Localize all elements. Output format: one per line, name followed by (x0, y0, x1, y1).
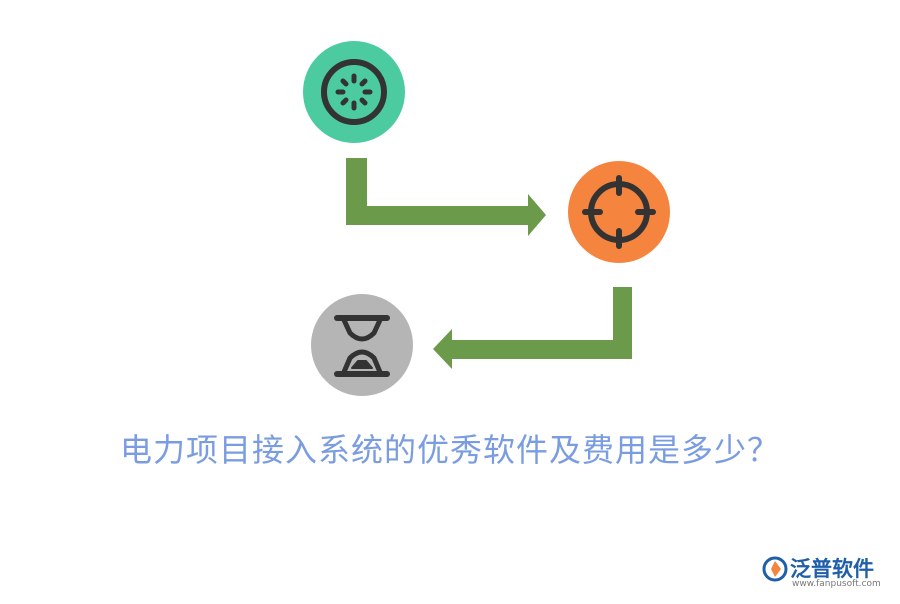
flow-arrow-start-to-target (346, 158, 546, 236)
node-target (568, 161, 670, 263)
flow-arrow-target-to-wait (433, 287, 632, 369)
brand-logo-name: 泛普软件 (790, 557, 874, 581)
brand-logo-url: www.fanpusoft.com (792, 579, 881, 589)
loading-spinner-icon (321, 59, 387, 125)
hourglass-icon (334, 315, 390, 377)
crosshair-target-icon (582, 175, 656, 249)
brand-logo: 泛普软件 www.fanpusoft.com (762, 552, 888, 592)
node-wait (311, 294, 413, 396)
page-title: 电力项目接入系统的优秀软件及费用是多少？ (119, 431, 780, 469)
brand-logo-mark-icon (762, 556, 788, 582)
node-start (303, 41, 405, 143)
